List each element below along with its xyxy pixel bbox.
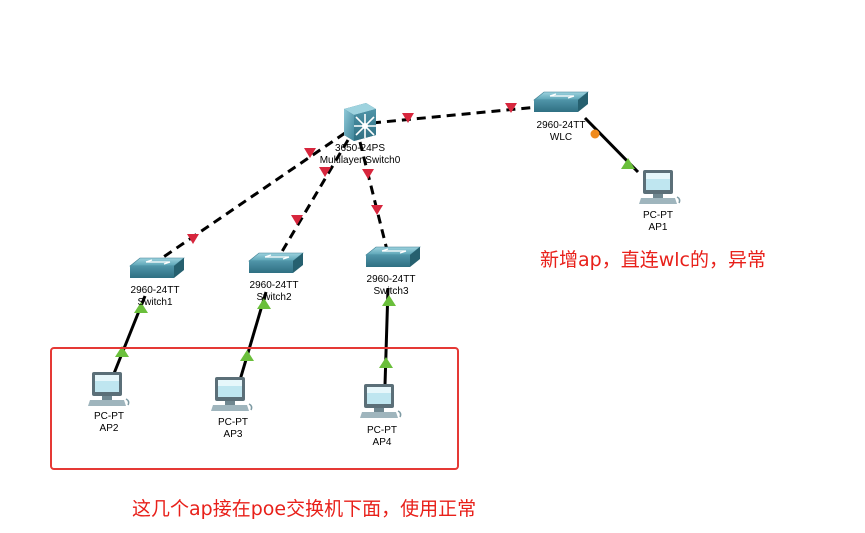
switch-icon[interactable]: [365, 246, 421, 267]
device-name: Switch3: [373, 286, 409, 297]
pc-icon[interactable]: [639, 170, 681, 204]
link-ml-switch3[interactable]: [358, 141, 389, 251]
ap3-label: PC-PT AP3: [208, 417, 258, 441]
link-ml-switch2[interactable]: [278, 139, 350, 256]
link-up-marker: [240, 350, 254, 361]
device-model: 2960-24TT: [536, 120, 586, 131]
poe-highlight-box: [50, 347, 459, 470]
switch1-label: 2960-24TT Switch1: [120, 285, 190, 309]
pc-icon[interactable]: [211, 377, 253, 411]
link-up-marker: [115, 346, 129, 357]
switch3-label: 2960-24TT Switch3: [356, 274, 426, 298]
multilayer-switch-icon[interactable]: [344, 103, 376, 141]
link-down-marker: [371, 205, 383, 215]
device-name: WLC: [549, 132, 573, 143]
switch2-label: 2960-24TT Switch2: [239, 280, 309, 304]
device-name: AP1: [648, 222, 668, 233]
ap1-label: PC-PT AP1: [633, 210, 683, 234]
device-name: AP2: [99, 423, 119, 434]
device-name: AP4: [372, 437, 392, 448]
switch-icon[interactable]: [533, 91, 589, 112]
link-down-marker: [402, 113, 414, 123]
wlc-annotation: 新增ap，直连wlc的，异常: [540, 249, 766, 271]
link-up-marker: [134, 302, 148, 313]
link-down-marker: [505, 103, 517, 113]
link-ml-wlc[interactable]: [371, 104, 549, 125]
device-model: 3650-24PS: [334, 143, 386, 154]
link-down-marker: [362, 169, 374, 179]
device-model: PC-PT: [643, 210, 673, 221]
link-down-marker: [291, 215, 303, 225]
device-name: Switch1: [137, 297, 173, 308]
switch-icon[interactable]: [248, 252, 304, 273]
ap4-label: PC-PT AP4: [357, 425, 407, 449]
pc-icon[interactable]: [88, 372, 130, 406]
device-name: AP3: [223, 429, 243, 440]
switch-icon[interactable]: [129, 257, 185, 278]
link-up-marker: [257, 298, 271, 309]
device-name: Switch2: [256, 292, 292, 303]
poe-annotation: 这几个ap接在poe交换机下面，使用正常: [132, 498, 477, 520]
device-model: 2960-24TT: [249, 280, 299, 291]
device-model: 2960-24TT: [366, 274, 416, 285]
link-up-marker: [379, 357, 393, 368]
device-model: PC-PT: [94, 411, 124, 422]
device-model: PC-PT: [367, 425, 397, 436]
link-down-marker: [319, 167, 331, 177]
device-model: PC-PT: [218, 417, 248, 428]
pc-icon[interactable]: [360, 384, 402, 418]
ap2-label: PC-PT AP2: [84, 411, 134, 435]
link-down-marker: [304, 148, 316, 158]
link-up-marker: [621, 158, 635, 169]
link-markers: [115, 103, 635, 368]
device-name: Multilayer Switch0: [319, 155, 401, 166]
multilayer-switch-label: 3650-24PS Multilayer Switch0: [305, 143, 415, 167]
device-model: 2960-24TT: [130, 285, 180, 296]
link-amber-marker: [590, 129, 600, 139]
wlc-label: 2960-24TT WLC: [526, 120, 596, 144]
link-up-marker: [382, 295, 396, 306]
link-down-marker: [187, 234, 199, 244]
